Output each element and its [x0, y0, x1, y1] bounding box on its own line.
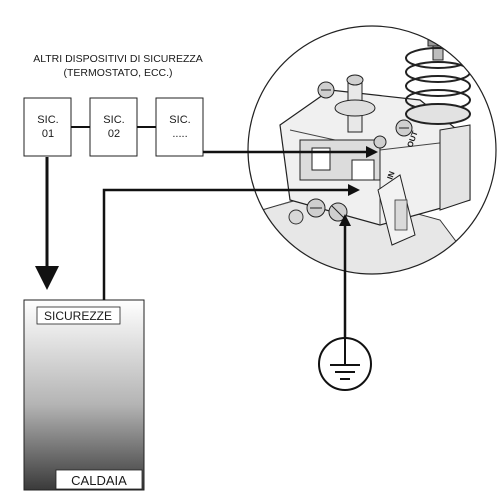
- device-box-sic-01: SIC. 01: [23, 97, 72, 157]
- device-label: SIC.: [37, 114, 58, 126]
- device-box-sic-n: SIC. .....: [155, 97, 204, 157]
- terminal-in-label: IN: [385, 170, 396, 181]
- device-number: 01: [42, 128, 54, 140]
- safety-label-box: [36, 306, 121, 325]
- boiler: SICUREZZE CALDAIA: [23, 299, 145, 491]
- boiler-name-box: [55, 469, 143, 490]
- device-label: SIC.: [103, 114, 124, 126]
- ground-symbol-icon: [318, 337, 372, 391]
- device-number: .....: [172, 128, 187, 140]
- device-box-sic-02: SIC. 02: [89, 97, 138, 157]
- header-line-1: ALTRI DISPOSITIVI DI SICUREZZA: [33, 53, 203, 65]
- arrow-to-boiler: [35, 157, 59, 290]
- device-label: SIC.: [169, 114, 190, 126]
- wire-safety-chain-to-out: [203, 146, 378, 158]
- boiler-name: CALDAIA: [71, 473, 127, 488]
- header-line-2: (TERMOSTATO, ECC.): [63, 67, 172, 79]
- wire-ground-terminal-arrow: [339, 214, 351, 226]
- wire-in-to-boiler: [102, 184, 360, 300]
- device-number: 02: [108, 128, 120, 140]
- safety-label: SICUREZZE: [44, 309, 112, 323]
